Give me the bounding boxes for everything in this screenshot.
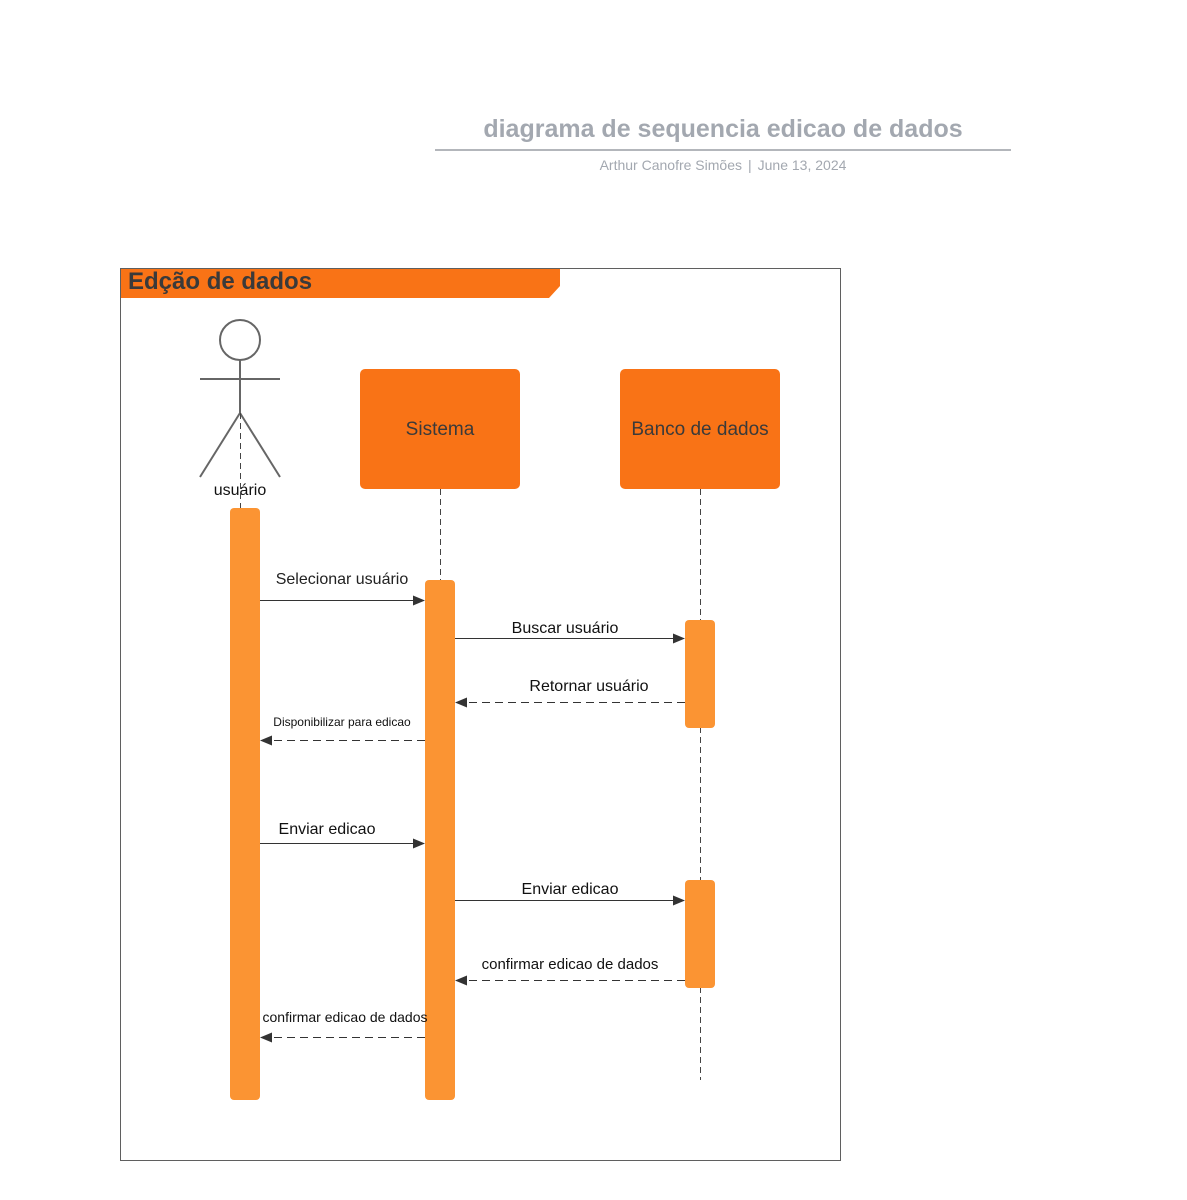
actor-label: usuário [214,482,267,499]
frame-label-tab [121,269,560,298]
activation-sistema [425,580,455,1100]
document-date: June 13, 2024 [757,157,847,173]
activation-banco-2 [685,880,715,988]
actor-right-leg [239,412,281,478]
actor-head [219,319,261,361]
document-meta: Arthur Canofre Simões | June 13, 2024 [435,157,1011,173]
actor-stick-figure [199,319,281,478]
meta-separator: | [748,157,752,173]
message-label-1: Selecionar usuário [276,571,409,588]
participant-sistema-label: Sistema [406,419,475,440]
participant-banco-box [620,369,780,489]
message-label-2: Buscar usuário [512,620,619,637]
message-label-5: Enviar edicao [279,821,376,838]
actor-left-leg [199,412,241,478]
document-author: Arthur Canofre Simões [599,157,742,173]
title-divider [435,149,1011,151]
message-label-4: Disponibilizar para edicao [273,715,411,729]
sequence-frame [120,268,841,1161]
message-label-6: Enviar edicao [522,881,619,898]
activation-banco-1 [685,620,715,728]
message-label-3: Retornar usuário [529,678,648,695]
message-label-7: confirmar edicao de dados [482,956,659,973]
document-title: diagrama de sequencia edicao de dados [483,115,963,143]
frame-label: Edção de dados [128,268,312,295]
participant-banco-label: Banco de dados [631,419,768,440]
activation-usuario [230,508,260,1100]
message-label-8: confirmar edicao de dados [263,1009,428,1025]
participant-sistema-box [360,369,520,489]
